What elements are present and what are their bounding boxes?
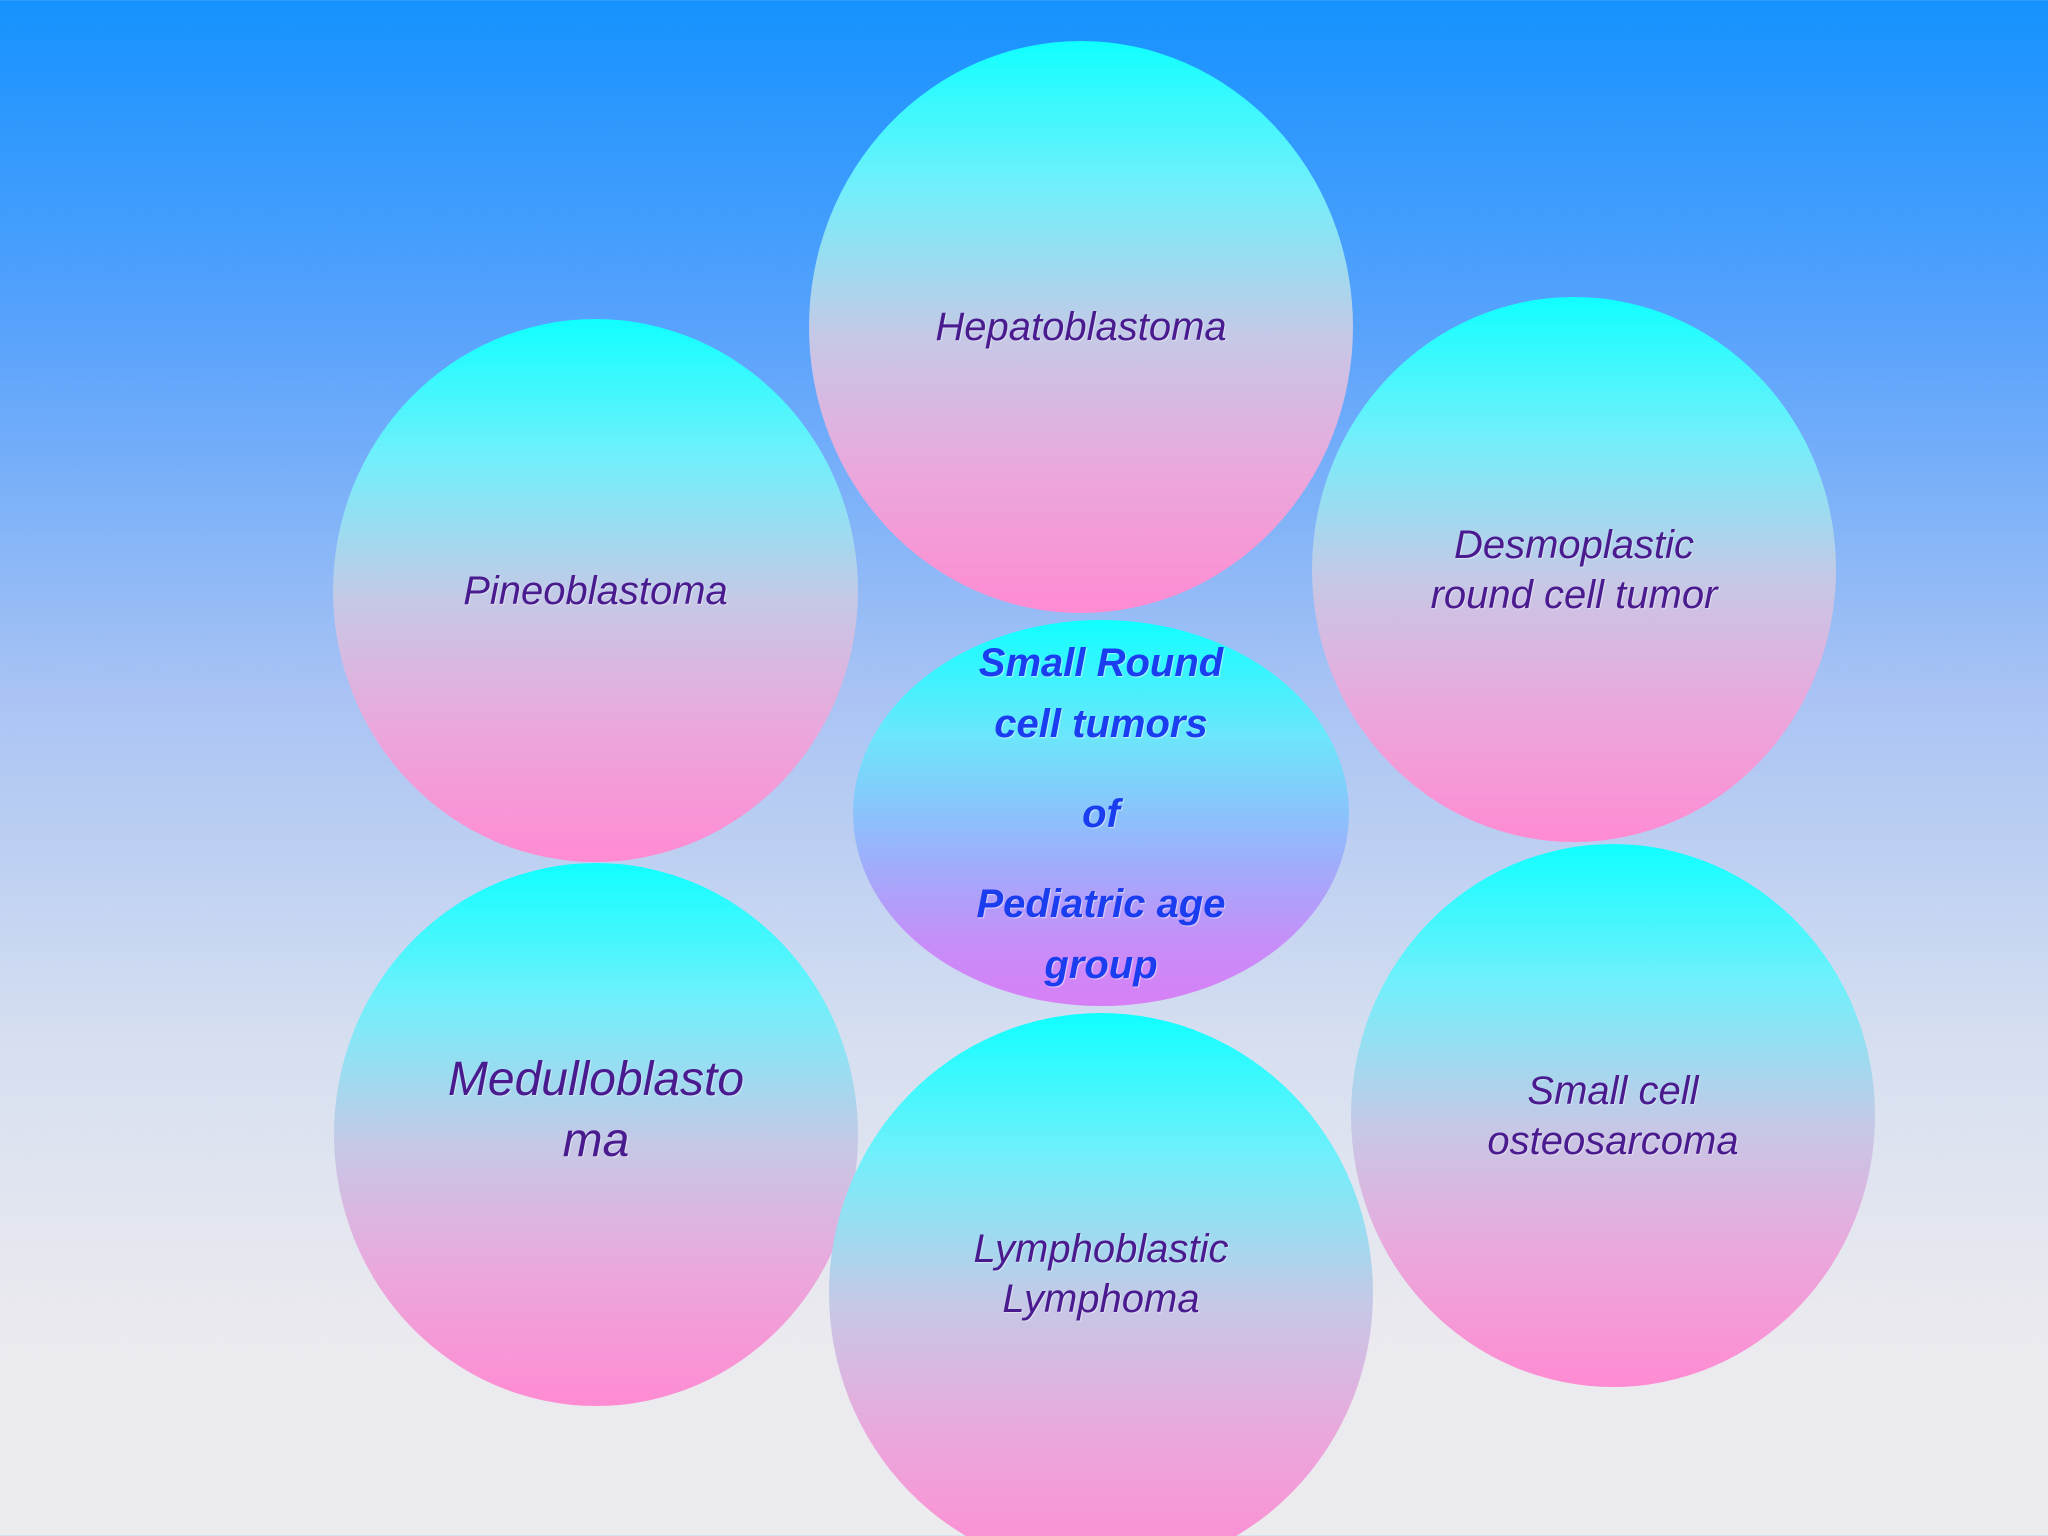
- lymphoblastic-lymphoma-label: Lymphoblastic Lymphoma: [973, 1227, 1229, 1321]
- desmoplastic-round-cell-tumor-circle: Desmoplastic round cell tumor: [1312, 297, 1836, 842]
- center-ellipse: [853, 620, 1349, 1006]
- pineoblastoma-circle: Pineoblastoma: [333, 319, 858, 862]
- center-title-line-4: Pediatric age: [976, 882, 1226, 926]
- small-cell-osteosarcoma-label: Small cell osteosarcoma: [1487, 1068, 1739, 1163]
- center-title-line-2: cell tumors: [994, 702, 1208, 746]
- lymphoblastic-lymphoma-circle: Lymphoblastic Lymphoma: [829, 1013, 1373, 1536]
- hepatoblastoma-label: Hepatoblastoma: [935, 305, 1227, 349]
- medulloblastoma-label: Medulloblasto ma: [447, 1052, 745, 1167]
- pineoblastoma-label: Pineoblastoma: [463, 568, 728, 613]
- desmoplastic-round-cell-tumor-label: Desmoplastic round cell tumor: [1430, 522, 1718, 617]
- center-title-line-3: of: [1082, 792, 1120, 836]
- small-cell-osteosarcoma-circle: Small cell osteosarcoma: [1351, 844, 1875, 1387]
- center-title-line-1: Small Round: [978, 641, 1224, 685]
- hepatoblastoma-circle: Hepatoblastoma: [809, 41, 1353, 613]
- center-title-line-5: group: [1044, 943, 1158, 987]
- medulloblastoma-circle: Medulloblasto ma: [334, 863, 858, 1406]
